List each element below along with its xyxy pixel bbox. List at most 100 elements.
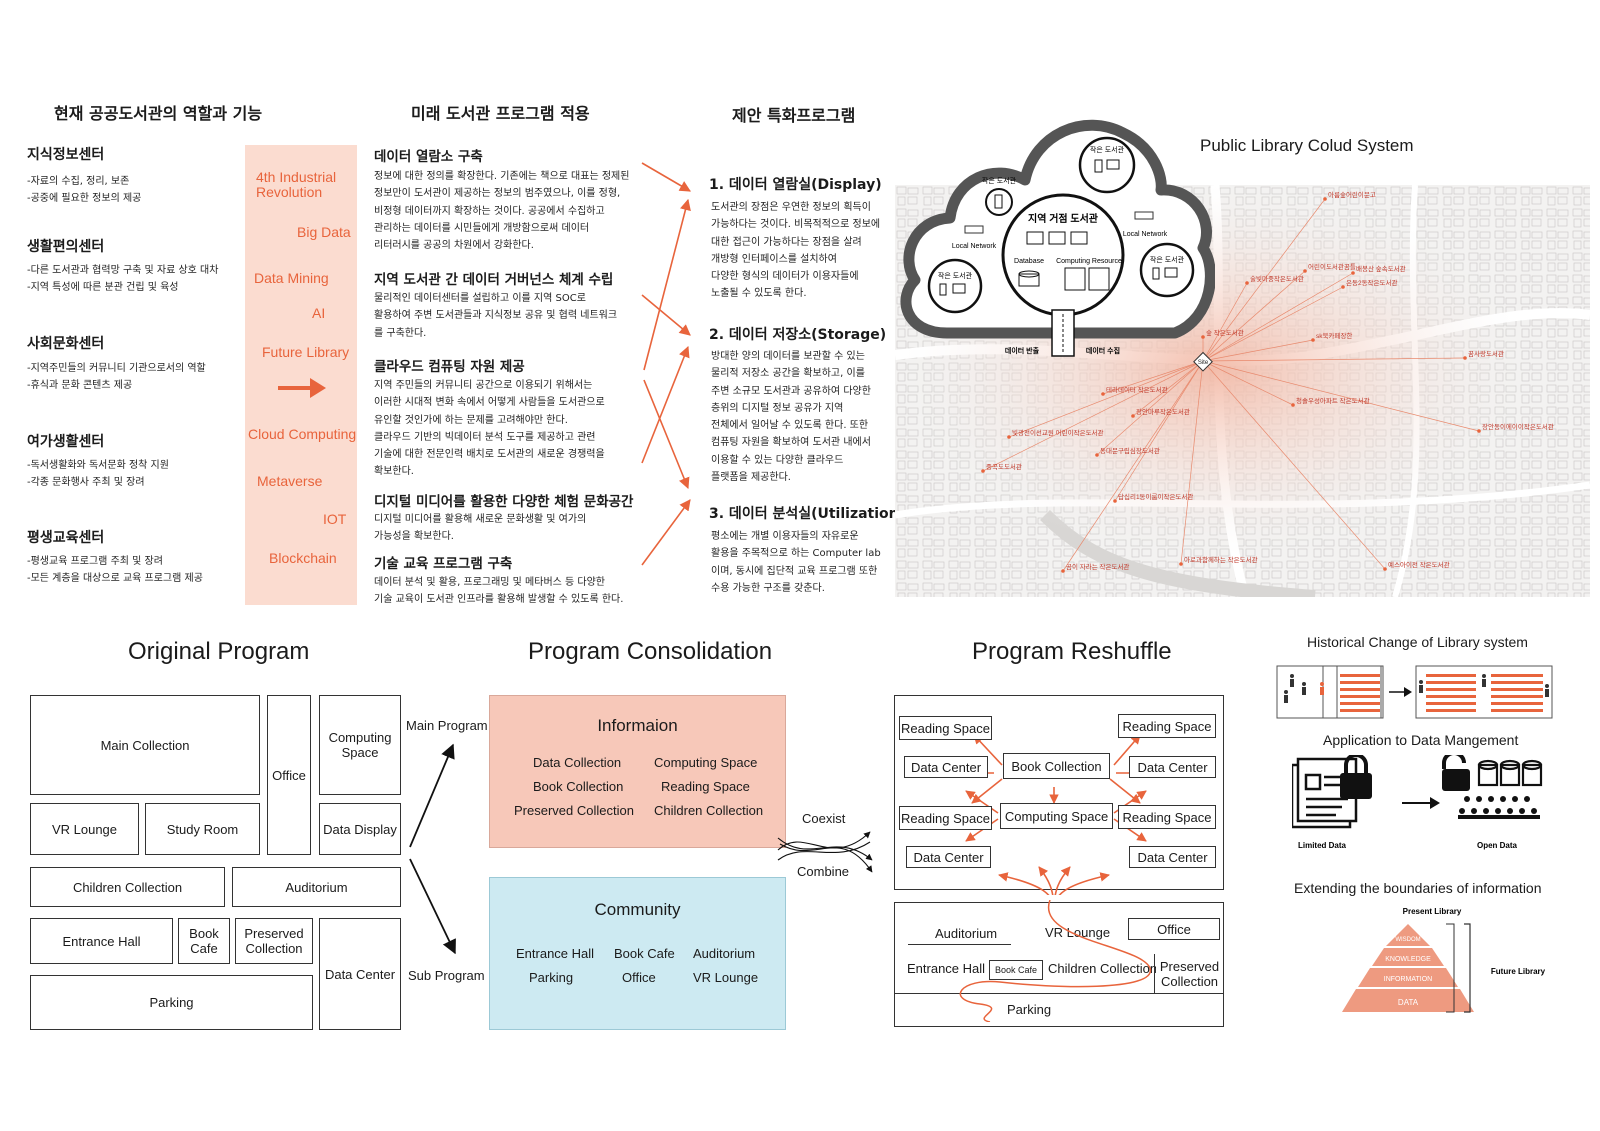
weave-lines: [777, 831, 873, 873]
special-line: 층위의 디지털 정보 공유가 지역: [711, 402, 844, 414]
keyword: Metaverse: [257, 473, 323, 489]
computing-space-box: Computing Space: [1000, 803, 1113, 829]
program-title: 디지털 미디어를 활용한 다양한 체험 문화공간: [374, 494, 634, 510]
book-cafe-box: Book Cafe: [178, 918, 230, 964]
pyramid-label: KNOWLEDGE: [1385, 956, 1431, 963]
center-name: 사회문화센터: [27, 336, 105, 352]
center-line: -각종 문화행사 주최 및 장려: [27, 477, 145, 488]
site-label: Site: [1198, 360, 1209, 366]
coexist-label: Coexist: [802, 811, 846, 826]
right-arrow-icon: [278, 378, 326, 398]
computing-space-box: Computing Space: [319, 695, 401, 795]
center-desc: -독서생활화와 독서문화 정착 지원 -각종 문화행사 주최 및 장려: [27, 457, 169, 491]
map-library-label: 술빛마중작은도서관: [1250, 274, 1304, 283]
local-network-left: Local Network: [952, 225, 997, 250]
map-library-label: 숲 작은도서관: [1206, 328, 1244, 337]
special-line: 노출될 수 있도록 한다.: [711, 288, 807, 300]
entrance-hall-label: Entrance Hall: [907, 961, 986, 976]
keyword: Big Data: [297, 224, 351, 240]
program-line: 활용하여 주변 도서관들과 지식정보 공유 및 협력 네트워크: [374, 310, 618, 322]
center-line: -휴식과 문화 콘텐츠 제공: [27, 380, 133, 391]
pyramid-level: [1372, 948, 1444, 966]
keyword: IOT: [323, 511, 347, 527]
program-line: 이러한 시대적 변화 속에서 어떻게 사람들을 도서관으로: [374, 397, 605, 409]
connection-ray: [1132, 360, 1204, 417]
small-library-node: 작은 도서관: [982, 176, 1017, 216]
phone-icon: [939, 283, 947, 296]
small-library-node: 작은 도서관: [927, 258, 983, 314]
data-center-box: Data Center: [1129, 846, 1216, 868]
library-dot: [1291, 403, 1295, 407]
data-center-box: Data Center: [1129, 756, 1216, 778]
col3-title: 제안 특화프로그램: [732, 106, 856, 125]
program-line: 기술에 대한 전문인력 배치로 도서관의 새로운 경쟁력을: [374, 449, 605, 461]
community-item: Office: [622, 970, 656, 985]
pyramid-label: INFORMATION: [1384, 976, 1432, 983]
program-desc: 물리적인 데이터센터를 설립하고 이를 지역 SOC로 활용하여 주변 도서관들…: [374, 290, 617, 342]
program-desc: 데이터 분석 및 활용, 프로그래밍 및 메타버스 등 다양한 기술 교육이 도…: [374, 574, 623, 609]
program-line: 기술 교육이 도서관 인프라를 활용해 발생할 수 있도록 한다.: [374, 594, 624, 606]
small-library-label: 작은 도서관: [982, 176, 1017, 185]
connection-ray: [1202, 357, 1466, 362]
library-dot: [1477, 429, 1481, 433]
community-item: Book Cafe: [614, 946, 675, 961]
local-network-label: Local Network: [952, 243, 997, 250]
keyword: AI: [312, 305, 326, 321]
history-diagram: [1276, 665, 1553, 719]
future-library-label: Future Library: [1491, 967, 1546, 976]
hub-label: 지역 거점 도서관: [1028, 212, 1099, 225]
center-name: 지식정보센터: [27, 147, 105, 163]
server-icon: [1088, 267, 1110, 291]
vr-lounge-box: VR Lounge: [30, 803, 139, 855]
program-line: 물리적인 데이터센터를 설립하고 이를 지역 SOC로: [374, 293, 586, 304]
special-line: 대한 접근이 가능하다는 장점을 살려: [711, 236, 862, 248]
cloud-title: Public Library Colud System: [1200, 136, 1414, 155]
library-dot: [1383, 567, 1387, 571]
map-library-label: sk북카페장한: [1316, 331, 1352, 340]
library-dot: [1061, 569, 1065, 573]
program-title: 데이터 열람소 구축: [374, 149, 483, 165]
map-library-label: 테라데이터 작은도서관: [1106, 385, 1168, 394]
map-library-label: 청솔우성아파트 작은도서관: [1296, 396, 1370, 405]
library-dot: [1179, 562, 1183, 566]
connection-ray: [1202, 360, 1480, 432]
pyramid-level: [1386, 924, 1430, 946]
program-line: 비정형 데이터까지 확장하는 것이다. 공공에서 수집하고: [374, 205, 605, 217]
crowd-icon: [1458, 796, 1540, 819]
center-line: -지역주민들의 커뮤니티 기관으로서의 역할: [27, 363, 206, 374]
children-collection-box: Children Collection: [30, 867, 225, 907]
network-icon: [964, 225, 984, 234]
library-dot: [1311, 338, 1315, 342]
reshuffle-top-frame: [894, 695, 1224, 890]
database-label: Database: [1014, 258, 1044, 265]
main-collection-box: Main Collection: [30, 695, 260, 795]
keyword: Cloud Computing: [248, 426, 357, 442]
program-title: 지역 도서관 간 데이터 거버넌스 체계 수립: [374, 272, 614, 288]
program-line: 정보만이 도서관이 제공하는 정보의 범주였으나, 이를 정형,: [374, 188, 621, 200]
connection-ray: [1202, 270, 1306, 362]
combine-label: Combine: [797, 864, 850, 879]
parking-box: Parking: [30, 975, 313, 1030]
hub-library: 지역 거점 도서관 Database Computing Resource: [1001, 193, 1125, 317]
book-collection-box: Book Collection: [1003, 753, 1110, 779]
program-line: 를 구축한다.: [374, 327, 427, 339]
main-program-label: Main Program: [406, 718, 488, 733]
keyword-panel: 4th Industrial Revolution Big Data Data …: [245, 145, 357, 605]
connection-ray: [982, 360, 1204, 472]
information-block: Informaion Data Collection Computing Spa…: [489, 695, 786, 848]
history-title: Historical Change of Library system: [1307, 634, 1528, 650]
connection-rays: [982, 198, 1480, 572]
special-desc: 방대한 양의 데이터를 보관할 수 있는 물리적 저장소 공간을 확보하고, 이…: [711, 348, 871, 486]
present-library-label: Present Library: [1403, 907, 1462, 916]
special-title: 3. 데이터 분석실(Utilization): [709, 506, 906, 522]
pyramid-level: [1342, 989, 1474, 1012]
connection-ray: [1202, 282, 1248, 362]
special-line: 개방형 인터페이스를 설치하여: [711, 253, 837, 265]
center-desc: -자료의 수집, 정리, 보존 -공중에 필요한 정보의 제공: [27, 173, 141, 207]
map-library-label: 중곡도도서관: [986, 462, 1022, 471]
divider: [1154, 954, 1155, 994]
map-library-label: 곰이 자라는 작은도서관: [1066, 562, 1129, 571]
vr-lounge-label: VR Lounge: [1045, 925, 1111, 940]
map-library-label: 은동2동작은도서관: [1346, 278, 1397, 287]
